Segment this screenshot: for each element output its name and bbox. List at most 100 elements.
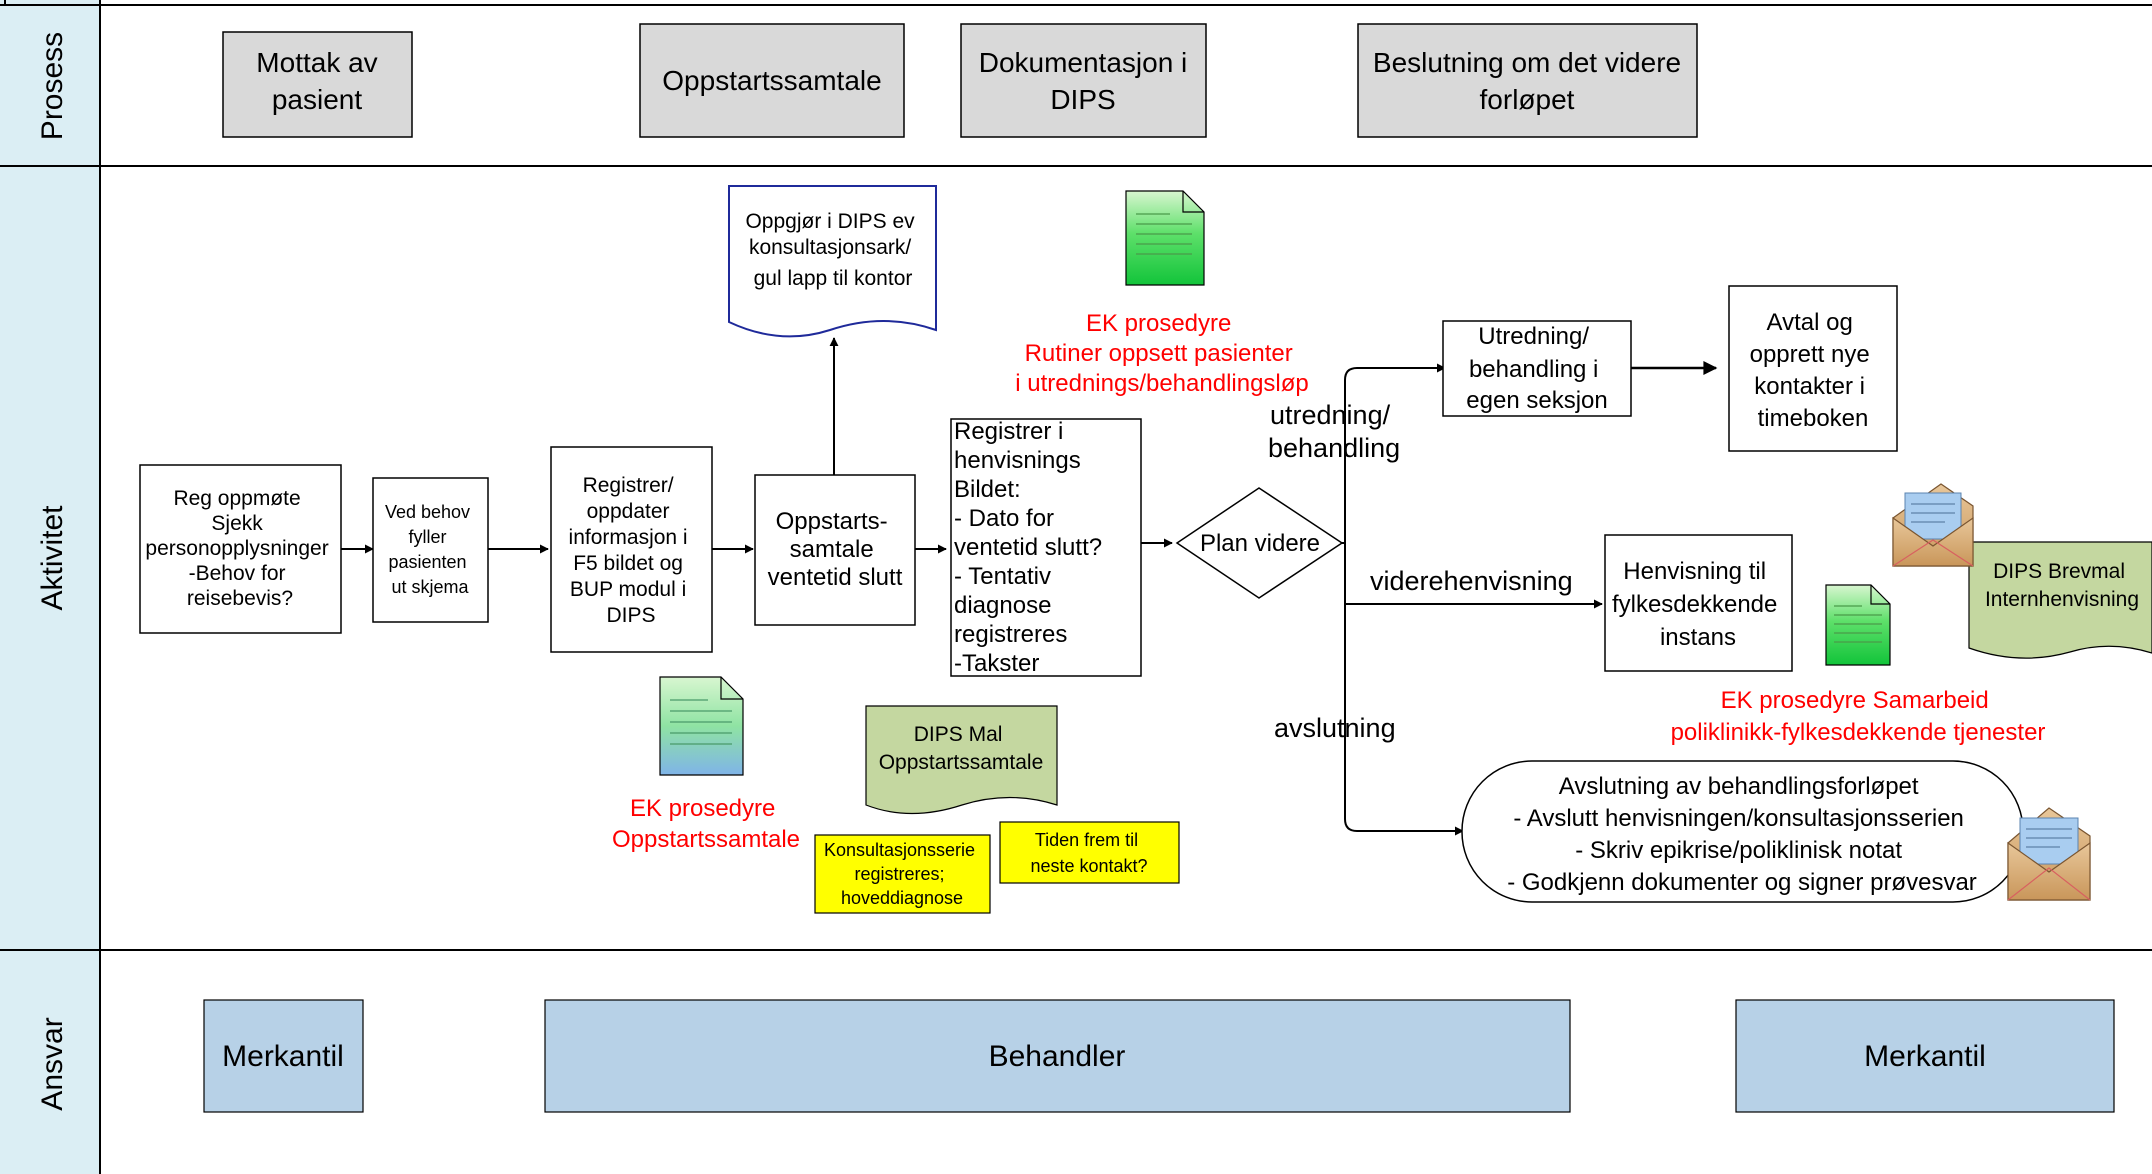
document-icon [1825, 584, 1891, 666]
procedure-text: EK prosedyre [630, 795, 775, 822]
activity-text: Bildet: [954, 476, 1021, 503]
svg-text:Ved behov fyller p: Ved behov fyller pasienten ut skjema [385, 502, 475, 597]
template-text: DIPS Brevmal [1993, 560, 2125, 583]
template-text: Internhenvisning [1985, 588, 2139, 611]
svg-text:DIPS Mal Oppstartssamtal: DIPS Mal Oppstartssamtale [879, 723, 1044, 774]
responsibility-merkantil-left: Merkantil [203, 999, 364, 1113]
activity-registrer-oppdater: Registrer/ oppdater informasjon i F5 bil… [550, 446, 713, 653]
activity-text: BUP modul i [570, 578, 686, 601]
procedure-text: i utrednings/behandlingsløp [1015, 370, 1309, 397]
process-step-text: Mottak av [256, 47, 377, 78]
template-dips-brevmal: DIPS Brevmal Internhenvisning [1968, 541, 2152, 659]
activity-avslutning: Avslutning av behandlingsforløpet - Avsl… [1461, 760, 2024, 903]
template-text: Oppstartssamtale [879, 751, 1044, 774]
activity-text: opprett nye [1750, 341, 1870, 368]
activity-henvisning-fylkesdekkende: Henvisning til fylkesdekkende instans [1604, 534, 1793, 672]
process-step-text: Beslutning om det videre [1373, 47, 1681, 78]
process-step-oppstartssamtale: Oppstartssamtale [639, 23, 905, 138]
edge-label-text: behandling [1268, 433, 1400, 463]
activity-text: diagnose [954, 592, 1051, 619]
svg-text:Avslutning av behandlingsforlø: Avslutning av behandlingsforløpet - Avsl… [1507, 773, 1977, 896]
process-step-text: Oppstartssamtale [662, 65, 881, 96]
activity-text: -Behov for [189, 562, 286, 585]
activity-fyller-skjema: Ved behov fyller pasienten ut skjema [372, 477, 489, 623]
note-text: neste kontakt? [1030, 856, 1147, 876]
procedure-text: Oppstartssamtale [612, 826, 800, 853]
activity-text: Sjekk [211, 512, 263, 535]
svg-text:Reg oppmøte Sjekk: Reg oppmøte Sjekk personopplysninger -Be… [145, 487, 334, 610]
svg-text:DIPS Brevmal Internhenvi: DIPS Brevmal Internhenvisning [1985, 560, 2139, 611]
activity-text: Oppstarts- [776, 508, 888, 535]
activity-text: oppdater [587, 500, 670, 523]
svg-text:utredning/ behandling: utredning/ behandling [1268, 400, 1400, 463]
document-icon [1125, 190, 1205, 286]
process-step-mottak: Mottak av pasient [222, 31, 413, 138]
activity-utredning-seksjon: Utredning/ behandling i egen seksjon [1442, 320, 1632, 417]
activity-text: Utredning/ [1478, 323, 1589, 350]
activity-text: fyller [408, 527, 446, 547]
activity-text: egen seksjon [1466, 387, 1607, 414]
process-step-text: pasient [272, 84, 363, 115]
activity-oppgjor-dips: Oppgjør i DIPS ev konsultasjonsark/ gul … [728, 185, 937, 338]
activity-text: ut skjema [391, 577, 469, 597]
svg-text:Registrer/ oppdater: Registrer/ oppdater informasjon i F5 bil… [569, 474, 694, 627]
activity-text: ventetid slutt [768, 564, 903, 591]
responsibility-text: Behandler [989, 1040, 1126, 1073]
activity-text: registreres [954, 621, 1067, 648]
envelope-icon [2007, 807, 2091, 901]
activity-text: gul lapp til kontor [754, 267, 913, 290]
activity-text: Henvisning til [1623, 558, 1766, 585]
responsibility-text: Merkantil [1864, 1040, 1986, 1073]
note-konsultasjonsserie: Konsultasjonsserie registreres; hoveddia… [814, 834, 991, 914]
svg-text:Oppgjør i DIPS ev konsul: Oppgjør i DIPS ev konsultasjonsark/ gul … [745, 210, 920, 290]
responsibility-text: Merkantil [222, 1040, 344, 1073]
svg-text:Utredning/ behandling i: Utredning/ behandling i egen seksjon [1466, 323, 1607, 414]
activity-text: - Avslutt henvisningen/konsultasjonsseri… [1513, 805, 1964, 832]
svg-text:Tiden frem til neste kon: Tiden frem til neste kontakt? [1030, 830, 1147, 876]
activity-text: behandling i [1469, 356, 1598, 383]
decision-text: Plan videre [1200, 530, 1320, 557]
responsibility-behandler: Behandler [544, 999, 1571, 1113]
activity-text: DIPS [606, 604, 655, 627]
template-text: DIPS Mal [914, 723, 1003, 746]
lane-label-process: Prosess [36, 32, 69, 140]
arrow-plan-to-avslutning [1344, 604, 1464, 836]
svg-text:Avtal og opprett nye: Avtal og opprett nye kontakter i timebok… [1750, 309, 1877, 432]
activity-reg-oppmote: Reg oppmøte Sjekk personopplysninger -Be… [139, 464, 342, 634]
activity-text: - Tentativ [954, 563, 1051, 590]
note-text: Konsultasjonsserie [824, 840, 975, 860]
activity-text: F5 bildet og [573, 552, 683, 575]
activity-text: Avslutning av behandlingsforløpet [1559, 773, 1919, 800]
activity-registrer-henvisning: Registrer i henvisnings Bildet: - Dato f… [950, 418, 1142, 677]
activity-text: kontakter i [1754, 373, 1865, 400]
svg-text:Registrer i henvisnings: Registrer i henvisnings Bildet: - Dato f… [954, 418, 1109, 677]
envelope-icon [1892, 483, 1974, 567]
connectors [341, 337, 1718, 836]
activity-text: henvisnings [954, 447, 1081, 474]
svg-text:Oppstartssamtale: Oppstartssamtale [662, 65, 881, 96]
lane-label-responsibility: Ansvar [36, 1017, 69, 1110]
activity-text: informasjon i [569, 526, 688, 549]
note-text: registreres; [854, 864, 944, 884]
activity-text: Registrer/ [583, 474, 674, 497]
procedure-oppstartssamtale: EK prosedyre Oppstartssamtale [612, 795, 800, 853]
procedure-rutiner: EK prosedyre Rutiner oppsett pasienter i… [1015, 310, 1309, 397]
activity-text: Registrer i [954, 418, 1063, 445]
procedure-text: Rutiner oppsett pasienter [1025, 340, 1293, 367]
activity-text: - Godkjenn dokumenter og signer prøvesva… [1507, 869, 1977, 896]
edge-label-utredning: utredning/ behandling [1268, 400, 1400, 463]
activity-text: Oppgjør i DIPS ev [745, 210, 915, 233]
note-text: Tiden frem til [1035, 830, 1138, 850]
activity-text: instans [1660, 624, 1736, 651]
activity-avtal-kontakter: Avtal og opprett nye kontakter i timebok… [1728, 285, 1898, 452]
process-step-text: Dokumentasjon i [979, 47, 1188, 78]
activity-text: personopplysninger [145, 537, 328, 560]
svg-text:Oppstarts- samtale: Oppstarts- samtale ventetid slutt [768, 508, 903, 591]
activity-text: - Skriv epikrise/poliklinisk notat [1575, 837, 1902, 864]
activity-text: fylkesdekkende [1612, 591, 1777, 618]
activity-text: -Takster [954, 650, 1039, 677]
